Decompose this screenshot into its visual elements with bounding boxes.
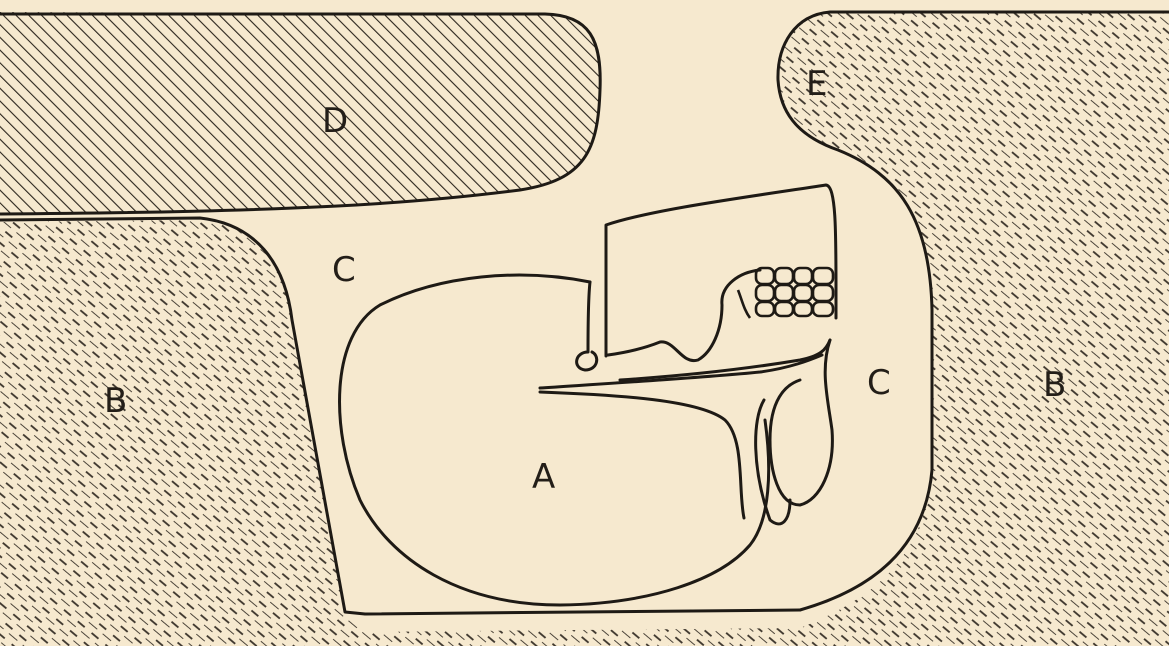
- label-d: D: [322, 101, 348, 141]
- label-c-right: C: [867, 363, 891, 403]
- region-d: [0, 12, 600, 214]
- label-e: E: [806, 64, 827, 104]
- label-b-right: B: [1043, 365, 1066, 405]
- label-c-upper: C: [332, 250, 356, 290]
- label-b-left: B: [104, 381, 127, 421]
- label-a: A: [532, 457, 555, 497]
